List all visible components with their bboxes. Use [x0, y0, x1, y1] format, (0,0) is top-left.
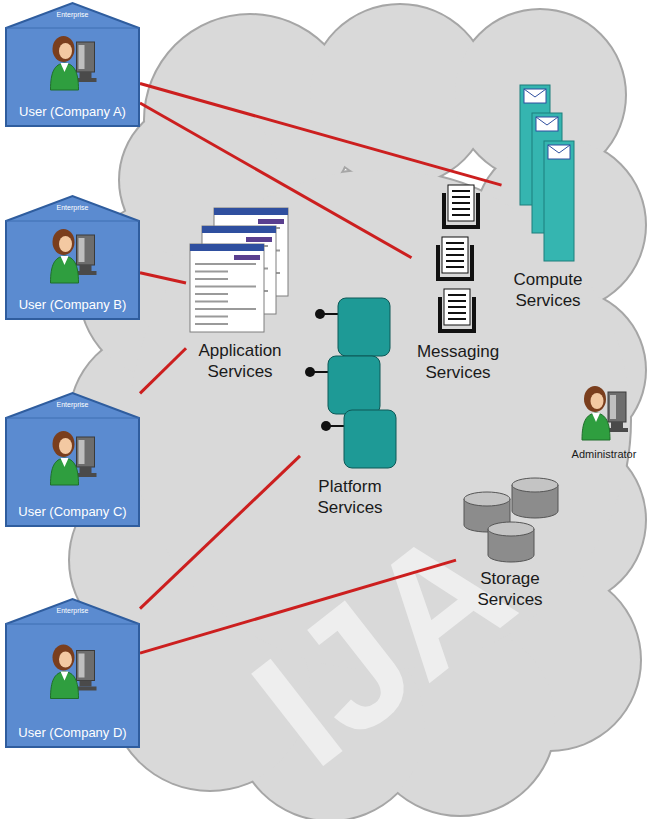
compute-server	[544, 141, 574, 261]
platform-block	[315, 298, 390, 356]
service-label: Administrator	[569, 448, 639, 462]
person-icon	[51, 229, 97, 283]
user-label: User (Company A)	[19, 104, 126, 120]
application-services-icon	[190, 208, 290, 334]
enterprise-user: EnterpriseUser (Company D)	[5, 598, 140, 748]
enterprise-tag: Enterprise	[57, 11, 89, 18]
storage-disk	[488, 522, 534, 562]
cloud-fill	[70, 5, 645, 819]
enterprise-user: EnterpriseUser (Company A)	[5, 2, 140, 127]
user-label: User (Company C)	[18, 504, 126, 520]
message-queue	[444, 185, 478, 227]
user-label: User (Company D)	[18, 725, 126, 741]
enterprise-tag: Enterprise	[57, 401, 89, 408]
enterprise-tag: Enterprise	[57, 204, 89, 211]
administrator-icon	[579, 380, 629, 442]
enterprise-tag: Enterprise	[57, 607, 89, 614]
platform-block	[305, 356, 380, 414]
service-label: Messaging Services	[416, 341, 501, 384]
messaging-services: Messaging Services	[412, 185, 505, 384]
administrator: Administrator	[565, 380, 643, 462]
cloud-outline	[70, 5, 645, 819]
person-icon	[51, 36, 97, 90]
enterprise-user: EnterpriseUser (Company C)	[5, 392, 140, 527]
connection-line	[140, 273, 186, 283]
service-label: Compute Services	[506, 269, 591, 312]
person-icon	[51, 645, 97, 699]
user-label: User (Company B)	[19, 297, 127, 313]
message-queue	[440, 289, 474, 331]
connection-line	[140, 348, 186, 393]
compute-services: Compute Services	[502, 85, 595, 312]
storage-services-icon	[460, 478, 560, 562]
app-window	[190, 244, 264, 332]
person-icon	[51, 431, 97, 485]
service-label: Storage Services	[463, 568, 558, 611]
platform-services-icon	[304, 298, 396, 470]
service-label: Application Services	[190, 340, 290, 383]
messaging-services-icon	[436, 185, 480, 335]
storage-disk	[512, 478, 558, 518]
storage-services: Storage Services	[456, 478, 564, 611]
connection-line	[140, 560, 456, 653]
platform-services: Platform Services	[300, 298, 400, 519]
compute-services-icon	[520, 85, 576, 263]
person-icon	[582, 386, 628, 440]
service-label: Platform Services	[305, 476, 395, 519]
connection-line	[140, 456, 300, 609]
platform-block	[321, 410, 396, 468]
application-services: Application Services	[186, 208, 294, 383]
message-queue	[438, 237, 472, 279]
enterprise-user: EnterpriseUser (Company B)	[5, 195, 140, 320]
